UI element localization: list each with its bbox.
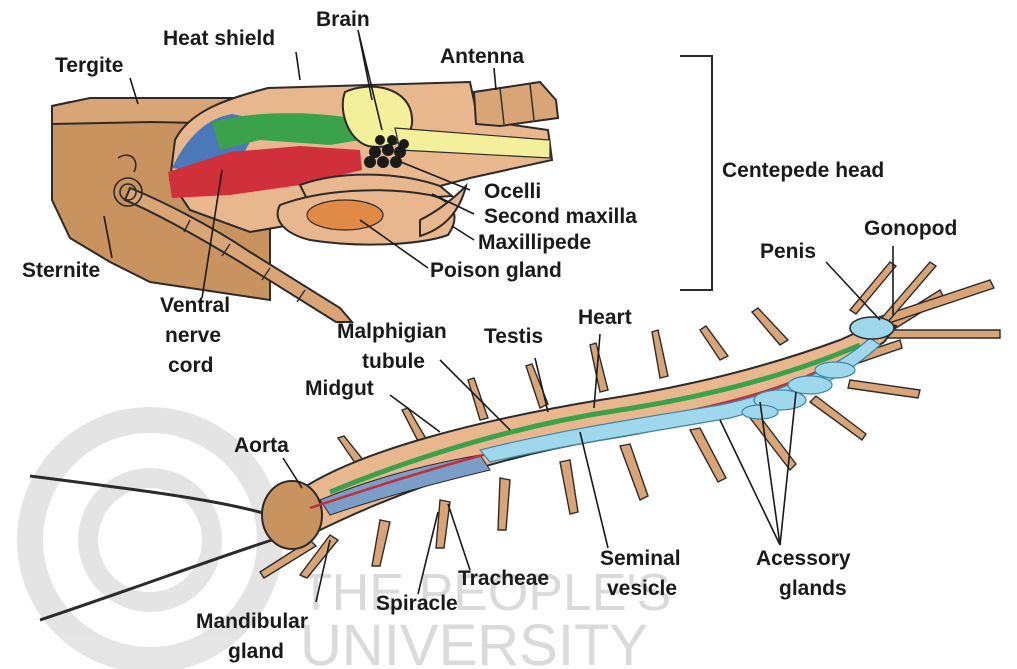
label-antenna: Antenna (440, 45, 524, 68)
label-tergite: Tergite (55, 54, 123, 77)
label-malphigian-line1: Malphigian (337, 320, 447, 343)
label-accessory-line1: Acessory (756, 547, 851, 570)
poison-gland-shape (307, 200, 383, 230)
label-ocelli: Ocelli (484, 180, 541, 203)
label-seminal-line2: vesicle (607, 577, 677, 600)
label-ventral-line3: cord (168, 354, 214, 377)
label-tracheae: Tracheae (458, 567, 549, 590)
label-brain: Brain (316, 8, 370, 31)
label-testis: Testis (484, 325, 543, 348)
label-penis: Penis (760, 240, 816, 263)
label-centepede-head: Centepede head (722, 159, 884, 182)
label-gonopod: Gonopod (864, 217, 957, 240)
label-aorta: Aorta (234, 434, 289, 457)
label-midgut: Midgut (305, 377, 374, 400)
gonopod-shape (850, 317, 894, 339)
label-seminal-line1: Seminal (600, 547, 681, 570)
label-malphigian-line2: tubule (362, 350, 425, 373)
label-accessory-line2: glands (779, 577, 847, 600)
label-mandibular-line2: gland (228, 640, 284, 663)
antenna-base (474, 82, 558, 126)
watermark-line2: UNIVERSITY (300, 613, 648, 669)
label-ventral-line1: Ventral (160, 294, 230, 317)
label-second-maxilla: Second maxilla (484, 205, 637, 228)
head-illustration (52, 82, 558, 322)
label-spiracle: Spiracle (376, 592, 458, 615)
label-mandibular-line1: Mandibular (196, 610, 308, 633)
label-heat-shield: Heat shield (163, 27, 275, 50)
label-maxillipede: Maxillipede (478, 231, 591, 254)
label-heart: Heart (578, 306, 632, 329)
label-ventral-line2: nerve (165, 324, 221, 347)
head-bracket (680, 56, 712, 290)
label-poison-gland: Poison gland (430, 259, 562, 282)
body-head (262, 481, 322, 549)
label-sternite: Sternite (22, 259, 100, 282)
